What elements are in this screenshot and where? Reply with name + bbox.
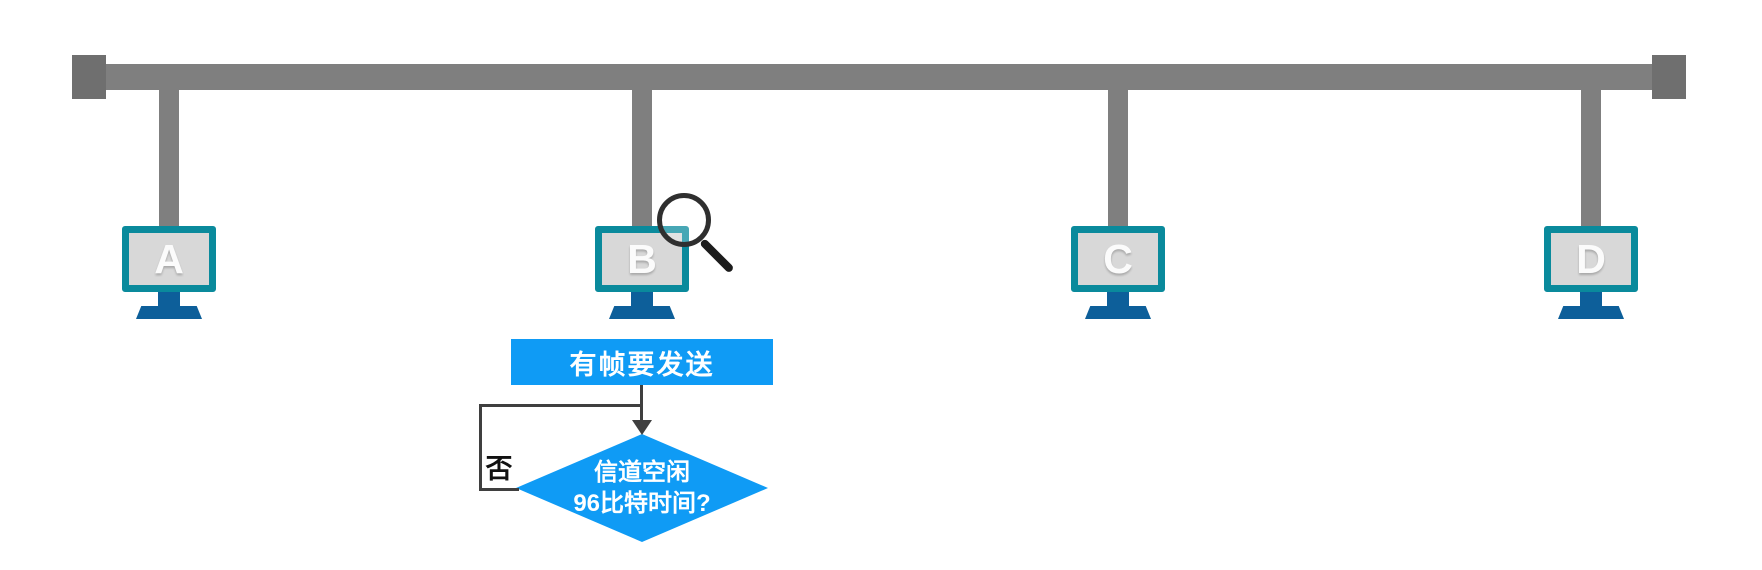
flow-decision-diamond: 信道空闲 96比特时间?: [516, 434, 768, 542]
loop-line-bottom: [479, 488, 519, 491]
drop-cable: [159, 84, 179, 230]
computer-label: D: [1576, 235, 1606, 282]
computer-label: C: [1103, 235, 1133, 282]
monitor-stand-neck: [631, 292, 653, 306]
loop-line-top: [479, 404, 643, 407]
monitor-stand-base: [1558, 306, 1624, 319]
monitor: A: [122, 226, 216, 292]
flow-arrow-line: [640, 385, 643, 421]
flow-arrowhead-icon: [632, 420, 652, 435]
monitor-stand-base: [1085, 306, 1151, 319]
drop-cable: [1581, 84, 1601, 230]
bus-terminator-right: [1652, 55, 1686, 99]
decision-text-line1: 信道空闲: [594, 458, 690, 486]
computer-label: A: [154, 235, 184, 282]
magnifier-lens: [657, 193, 711, 247]
monitor: D: [1544, 226, 1638, 292]
bus-terminator-left: [72, 55, 106, 99]
monitor-stand-neck: [158, 292, 180, 306]
loop-label-no: 否: [485, 454, 513, 484]
monitor-stand-neck: [1107, 292, 1129, 306]
monitor-stand-base: [609, 306, 675, 319]
decision-text-line2: 96比特时间?: [573, 490, 711, 517]
monitor: C: [1071, 226, 1165, 292]
monitor-stand-base: [136, 306, 202, 319]
loop-line-left: [479, 404, 482, 491]
drop-cable: [632, 84, 652, 230]
computer-label: B: [627, 235, 657, 282]
monitor-stand-neck: [1580, 292, 1602, 306]
magnifier-handle: [699, 238, 735, 274]
flow-start-box: 有帧要发送: [511, 339, 773, 385]
bus-cable: [90, 64, 1676, 90]
drop-cable: [1108, 84, 1128, 230]
